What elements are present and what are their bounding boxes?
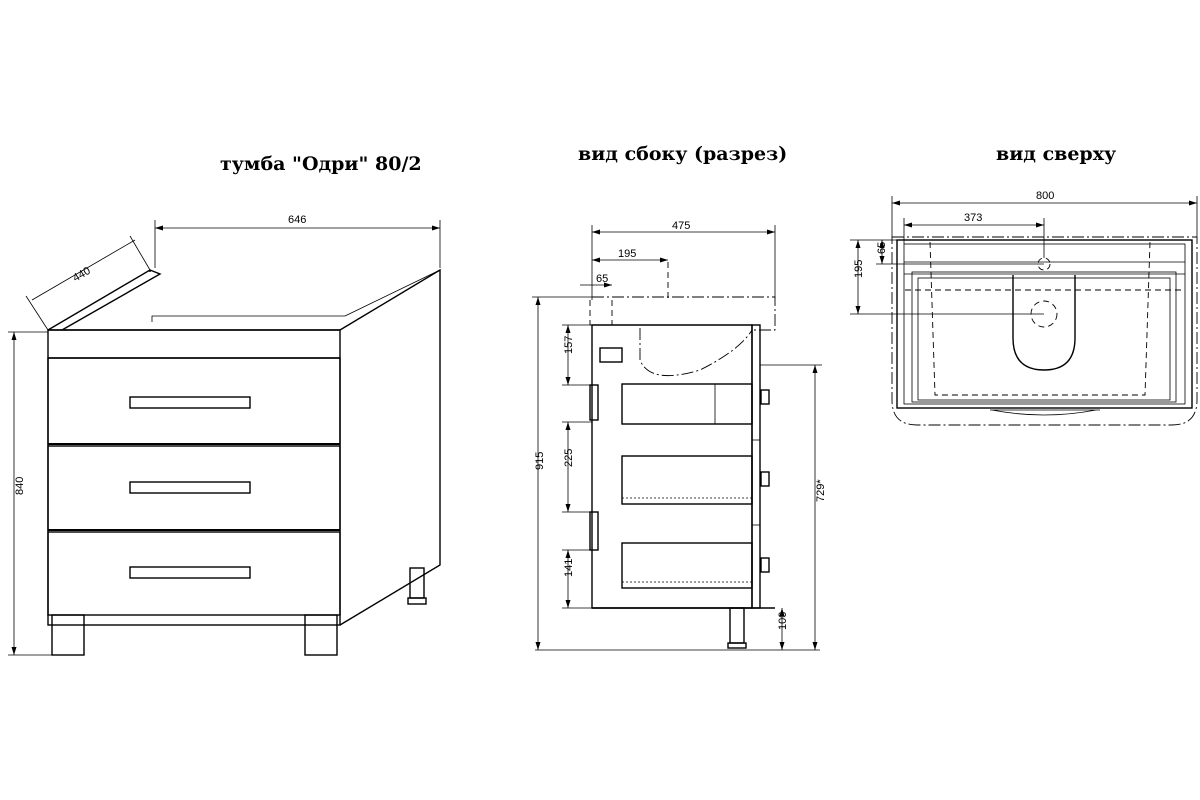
drawer-2: [47, 445, 341, 531]
top-view: 800 373 195 65: [850, 190, 1198, 426]
width-dim-label: 646: [288, 214, 306, 226]
side-depth-label: 475: [672, 220, 690, 232]
drawer-2-handle: [129, 481, 251, 494]
side-view-title: вид сбоку (разрез): [578, 143, 787, 165]
side-total-height-label: 915: [534, 452, 546, 470]
top-siphon-cutout: [1012, 275, 1076, 371]
side-leg-height-label: 100: [777, 612, 789, 630]
side-leg: [729, 607, 745, 644]
cabinet-left-edge: [47, 269, 162, 331]
top-center-label: 373: [964, 212, 982, 224]
sink-outline: [592, 296, 776, 331]
height-dim-label: 840: [14, 477, 26, 495]
drawer-1: [47, 357, 341, 445]
top-cabinet-outline: [896, 239, 1193, 409]
leg-back-right: [409, 567, 425, 599]
mounting-plate-2: [589, 511, 599, 551]
cabinet-back-panel: [151, 315, 345, 322]
side-handle-2: [760, 471, 770, 487]
cabinet-front: [47, 329, 341, 626]
side-handle-3: [760, 557, 770, 573]
top-faucet-hole: [1037, 257, 1051, 271]
side-drawer-1: [621, 383, 753, 425]
side-front-panel: [751, 324, 761, 609]
siphon-bracket: [599, 347, 623, 363]
top-bowl-outline: [929, 241, 1151, 396]
top-view-title: вид сверху: [996, 143, 1116, 165]
top-width-label: 800: [1036, 190, 1054, 202]
front-view-title: тумба "Одри" 80/2: [220, 153, 422, 175]
top-sink-outline: [891, 236, 1198, 426]
side-drawer3-label: 141: [563, 559, 575, 577]
top-handle: [990, 409, 1100, 416]
side-front-height-label: 729*: [815, 479, 827, 502]
leg-front-left: [51, 614, 85, 656]
side-offset-label: 195: [618, 248, 636, 260]
side-view: 475 195 65 915 157 225 141: [532, 220, 827, 651]
drawer-1-handle: [129, 396, 251, 409]
front-view: 646 440 840: [8, 214, 441, 656]
side-small-offset-label: 65: [596, 273, 608, 285]
top-depth-label: 195: [853, 260, 865, 278]
mounting-plate-1: [589, 384, 599, 421]
side-drawer-2: [621, 455, 753, 505]
cabinet-side-panel: [339, 268, 441, 626]
side-drawer-3: [621, 542, 753, 589]
leg-front-right: [304, 614, 338, 656]
side-cabinet-body: [591, 324, 753, 609]
drawer-3: [47, 531, 341, 616]
side-handle-1: [760, 389, 770, 405]
drawer-3-handle: [129, 566, 251, 579]
side-drawer1-label: 157: [563, 336, 575, 354]
depth-dim-label: 440: [71, 265, 93, 285]
side-drawer2-label: 225: [563, 449, 575, 467]
top-small-depth-label: 65: [876, 242, 888, 254]
depth-dim-line: [31, 239, 136, 301]
